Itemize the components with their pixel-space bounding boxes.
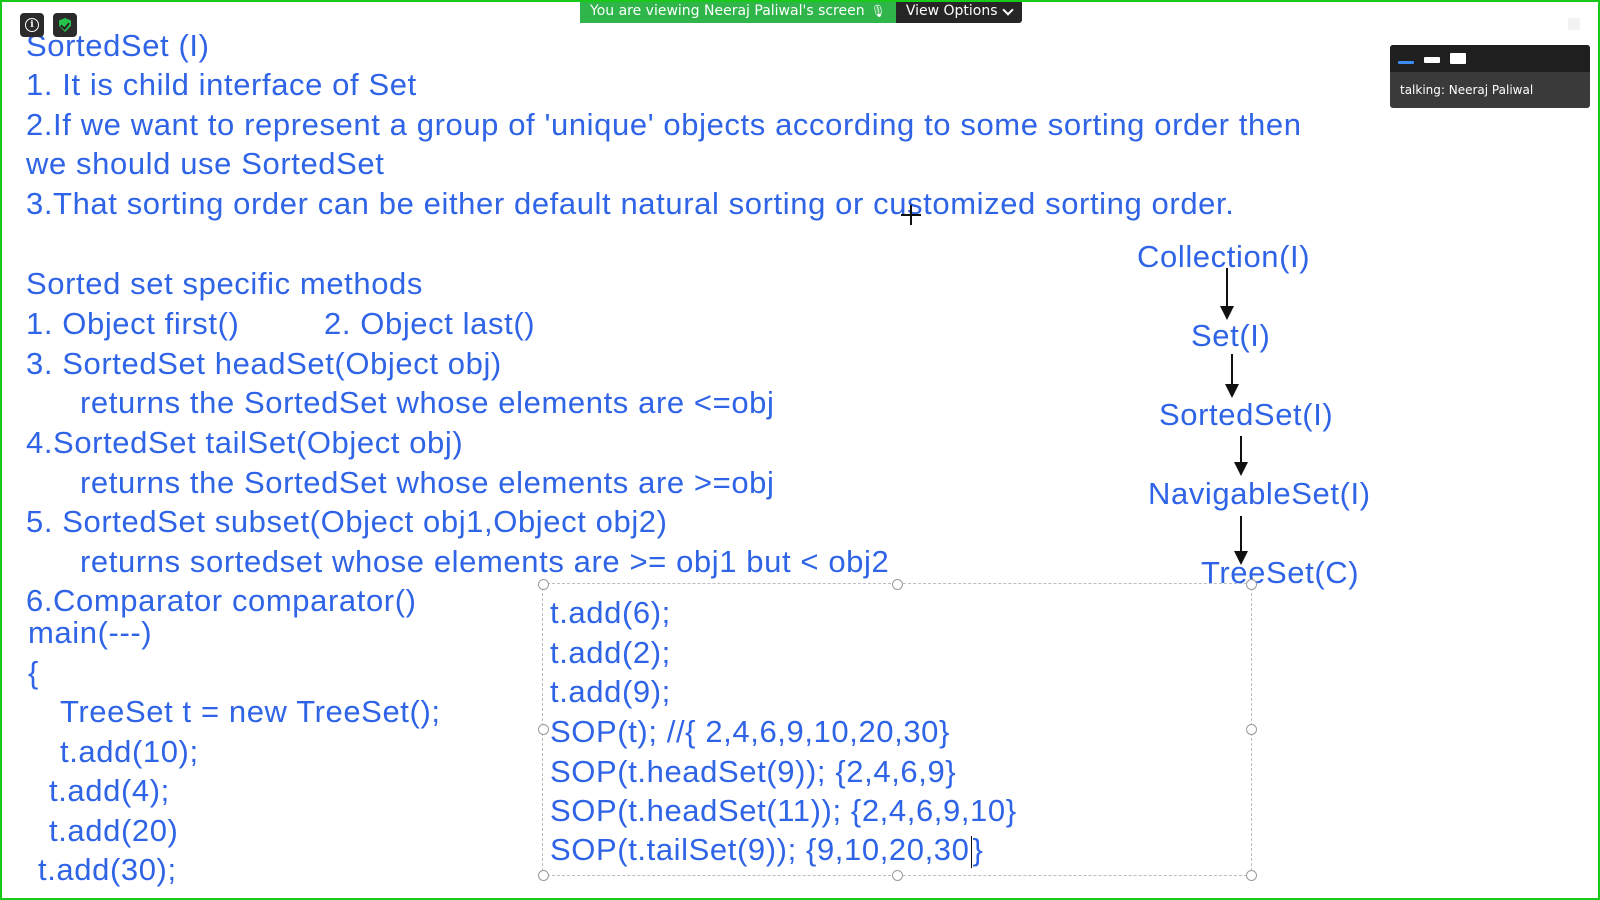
code-main: main(---)	[28, 615, 153, 650]
method-headset: 3. SortedSet headSet(Object obj)	[26, 346, 502, 381]
code-add-2: t.add(2);	[550, 635, 671, 670]
point-2: 2.If we want to represent a group of 'un…	[26, 107, 1302, 142]
method-comparator: 6.Comparator comparator()	[26, 583, 417, 618]
resize-handle[interactable]	[892, 870, 903, 881]
code-sop-tailset-9: SOP(t.tailSet(9)); {9,10,20,30}	[550, 832, 983, 868]
hierarchy-navigableset: NavigableSet(I)	[1148, 476, 1371, 511]
code-sop-headset-9: SOP(t.headSet(9)); {2,4,6,9}	[550, 754, 957, 789]
screen-share-banner: You are viewing Neeraj Paliwal's screen …	[580, 0, 1022, 23]
gallery-view-icon[interactable]	[1450, 53, 1466, 64]
hierarchy-treeset: TreeSet(C)	[1201, 555, 1360, 590]
view-options-button[interactable]: View Options	[895, 0, 1022, 23]
code-add-4: t.add(4);	[49, 773, 170, 808]
code-add-9: t.add(9);	[550, 674, 671, 709]
code-add-20: t.add(20)	[49, 813, 179, 848]
shield-check-icon[interactable]	[53, 13, 77, 37]
window-corner-icon	[1568, 18, 1580, 30]
speaker-view-icon[interactable]	[1424, 57, 1440, 63]
resize-handle[interactable]	[1246, 724, 1257, 735]
method-tailset-desc: returns the SortedSet whose elements are…	[80, 465, 775, 500]
arrow-down-icon	[1225, 354, 1239, 398]
minimize-view-icon[interactable]	[1398, 61, 1414, 64]
hierarchy-sortedset: SortedSet(I)	[1159, 397, 1334, 432]
method-tailset: 4.SortedSet tailSet(Object obj)	[26, 425, 464, 460]
microphone-muted-icon: 🎙	[870, 4, 886, 18]
method-subset-desc: returns sortedset whose elements are >= …	[80, 544, 890, 579]
code-sop-tailset-text: SOP(t.tailSet(9)); {9,10,20,30	[550, 832, 970, 867]
method-headset-desc: returns the SortedSet whose elements are…	[80, 385, 775, 420]
point-3: 3.That sorting order can be either defau…	[26, 186, 1235, 221]
resize-handle[interactable]	[892, 579, 903, 590]
viewing-text: You are viewing Neeraj Paliwal's screen	[590, 3, 865, 19]
arrow-down-icon	[1220, 268, 1234, 320]
code-open-brace: {	[28, 655, 39, 690]
resize-handle[interactable]	[538, 579, 549, 590]
panel-controls	[1390, 45, 1590, 72]
method-subset: 5. SortedSet subset(Object obj1,Object o…	[26, 504, 668, 539]
meeting-status-icons: i	[20, 13, 77, 37]
talking-label: talking: Neeraj Paliwal	[1400, 83, 1534, 97]
code-close-brace: }	[972, 832, 984, 867]
methods-heading: Sorted set specific methods	[26, 266, 423, 301]
resize-handle[interactable]	[538, 724, 549, 735]
viewing-indicator: You are viewing Neeraj Paliwal's screen …	[580, 0, 896, 23]
hierarchy-collection: Collection(I)	[1137, 239, 1311, 274]
resize-handle[interactable]	[1246, 870, 1257, 881]
code-sop-headset-11: SOP(t.headSet(11)); {2,4,6,9,10}	[550, 793, 1017, 828]
text-cursor	[970, 835, 972, 868]
code-treeset-decl: TreeSet t = new TreeSet();	[60, 694, 441, 729]
point-1: 1. It is child interface of Set	[26, 67, 417, 102]
move-cursor-icon	[899, 203, 923, 227]
code-add-10: t.add(10);	[60, 734, 199, 769]
arrow-down-icon	[1234, 436, 1248, 476]
chevron-down-icon	[1001, 3, 1014, 16]
hierarchy-set: Set(I)	[1191, 318, 1271, 353]
active-speaker-panel[interactable]: talking: Neeraj Paliwal	[1390, 45, 1590, 108]
info-icon[interactable]: i	[20, 13, 44, 37]
resize-handle[interactable]	[538, 870, 549, 881]
point-2-continued: we should use SortedSet	[26, 146, 385, 181]
code-add-6: t.add(6);	[550, 595, 671, 630]
code-add-30: t.add(30);	[38, 852, 177, 887]
view-options-label: View Options	[905, 3, 998, 19]
code-sop-t: SOP(t); //{ 2,4,6,9,10,20,30}	[550, 714, 950, 749]
method-last: 2. Object last()	[324, 306, 536, 341]
method-first: 1. Object first()	[26, 306, 240, 341]
selected-text-box[interactable]: t.add(6); t.add(2); t.add(9); SOP(t); //…	[538, 579, 1257, 881]
arrow-down-icon	[1234, 516, 1248, 565]
resize-handle[interactable]	[1246, 579, 1257, 590]
